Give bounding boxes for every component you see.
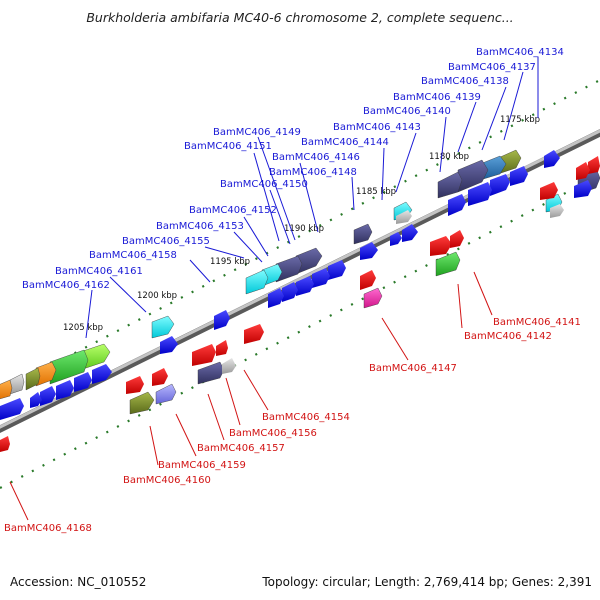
gene[interactable] [437, 171, 463, 199]
accession-text: Accession: NC_010552 [10, 575, 147, 589]
map-title: Burkholderia ambifaria MC40-6 chromosome… [86, 10, 514, 25]
gene-label[interactable]: BamMC406_4154 [262, 412, 350, 423]
gene[interactable] [588, 156, 600, 174]
gene[interactable] [25, 367, 41, 391]
scale-label: 1200 kbp [137, 291, 177, 301]
gene-label[interactable]: BamMC406_4142 [464, 331, 552, 342]
gene[interactable] [92, 364, 112, 384]
gene[interactable] [312, 268, 330, 288]
gene[interactable] [490, 174, 510, 196]
gene[interactable] [126, 376, 144, 394]
gene[interactable] [396, 210, 412, 224]
gene[interactable] [448, 194, 466, 216]
gene-label[interactable]: BamMC406_4158 [89, 250, 177, 261]
gene-label[interactable]: BamMC406_4141 [493, 317, 581, 328]
gene-label[interactable]: BamMC406_4140 [363, 106, 451, 117]
gene[interactable] [74, 372, 92, 392]
gene-label[interactable]: BamMC406_4134 [476, 47, 564, 58]
scale-label: 1175 kbp [500, 115, 540, 125]
scale-label: 1180 kbp [429, 152, 469, 162]
gene[interactable] [40, 386, 56, 406]
gene[interactable] [214, 310, 230, 330]
scale-label: 1185 kbp [356, 187, 396, 197]
gene-label[interactable]: BamMC406_4144 [301, 137, 389, 148]
gene[interactable] [160, 336, 178, 354]
gene[interactable] [56, 380, 74, 400]
gene[interactable] [129, 391, 155, 415]
gene[interactable] [282, 282, 298, 302]
gene[interactable] [450, 230, 464, 248]
gene[interactable] [216, 340, 228, 356]
gene-label[interactable]: BamMC406_4159 [158, 460, 246, 471]
gene[interactable] [30, 392, 42, 408]
gene-label[interactable]: BamMC406_4160 [123, 475, 211, 486]
top-leader-lines [85, 57, 539, 339]
gene-label[interactable]: BamMC406_4149 [213, 127, 301, 138]
gene[interactable] [574, 180, 592, 198]
gene[interactable] [0, 398, 24, 420]
gene[interactable] [510, 166, 528, 186]
bottom-leader-lines [9, 271, 493, 521]
gene[interactable] [222, 358, 236, 374]
gene[interactable] [152, 368, 168, 386]
gene-label[interactable]: BamMC406_4137 [448, 62, 536, 73]
gene-label[interactable]: BamMC406_4156 [229, 428, 317, 439]
gene-label[interactable]: BamMC406_4151 [184, 141, 272, 152]
scale-label: 1195 kbp [210, 257, 250, 267]
gene-label[interactable]: BamMC406_4152 [189, 205, 277, 216]
gene[interactable] [296, 276, 314, 296]
gene[interactable] [576, 162, 590, 180]
gene[interactable] [9, 373, 25, 395]
gene[interactable] [363, 287, 383, 309]
gene-label[interactable]: BamMC406_4138 [421, 76, 509, 87]
gene-label[interactable]: BamMC406_4153 [156, 221, 244, 232]
scale-label: 1190 kbp [284, 224, 324, 234]
gene[interactable] [430, 236, 452, 256]
gene-features-bottom [0, 156, 600, 452]
gene[interactable] [540, 182, 558, 200]
gene[interactable] [268, 288, 284, 308]
gene-label[interactable]: BamMC406_4155 [122, 236, 210, 247]
gene[interactable] [390, 232, 402, 246]
gene[interactable] [0, 436, 10, 452]
scale-labels: 1175 kbp 1180 kbp 1185 kbp 1190 kbp 1195… [63, 115, 540, 333]
gene[interactable] [360, 270, 376, 290]
gene[interactable] [435, 251, 461, 277]
bottom-gene-labels: BamMC406_4141 BamMC406_4142 BamMC406_414… [4, 317, 581, 534]
gene[interactable] [328, 260, 346, 280]
gene[interactable] [197, 361, 225, 385]
top-gene-labels: BamMC406_4134 BamMC406_4137 BamMC406_413… [22, 47, 564, 291]
gene[interactable] [155, 383, 177, 405]
gene-label[interactable]: BamMC406_4161 [55, 266, 143, 277]
gene-label[interactable]: BamMC406_4146 [272, 152, 360, 163]
gene[interactable] [353, 223, 373, 245]
gene-features-top [0, 149, 600, 420]
gene[interactable] [402, 224, 418, 242]
gene[interactable] [550, 204, 564, 218]
gene[interactable] [360, 242, 378, 260]
scale-label: 1205 kbp [63, 323, 103, 333]
genome-summary-text: Topology: circular; Length: 2,769,414 bp… [262, 575, 592, 589]
gene-label[interactable]: BamMC406_4147 [369, 363, 457, 374]
gene[interactable] [151, 315, 175, 339]
gene[interactable] [0, 379, 13, 400]
gene[interactable] [544, 150, 560, 168]
gene-label[interactable]: BamMC406_4162 [22, 280, 110, 291]
gene-label[interactable]: BamMC406_4157 [197, 443, 285, 454]
gene-label[interactable]: BamMC406_4168 [4, 523, 92, 534]
gene-label[interactable]: BamMC406_4150 [220, 179, 308, 190]
gene[interactable] [244, 324, 264, 344]
gene-label[interactable]: BamMC406_4139 [393, 92, 481, 103]
gene[interactable] [468, 182, 492, 206]
gene-label[interactable]: BamMC406_4143 [333, 122, 421, 133]
gene-label[interactable]: BamMC406_4148 [269, 167, 357, 178]
gene[interactable] [192, 344, 216, 366]
gene[interactable] [245, 269, 269, 295]
